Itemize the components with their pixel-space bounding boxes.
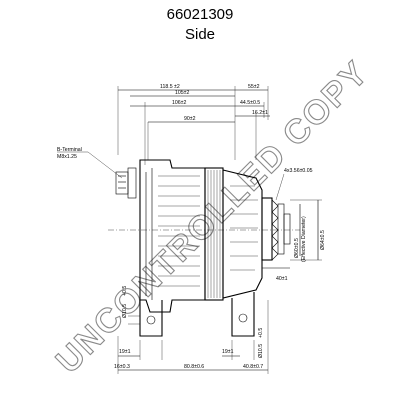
callout-line1: B-Terminal — [57, 147, 82, 153]
dim-10-5-left-tol: +0.5 — [122, 286, 128, 296]
bottom-dimensions: Ø10.5 +0.5 Ø10.5 +0.5 19±1 19±1 16±0.3 8… — [114, 286, 268, 371]
dim-19-left: 19±1 — [119, 349, 131, 355]
dim-10-5-right: Ø10.5 — [258, 344, 264, 358]
watermark-text: UNCONTROLLED COPY — [49, 53, 376, 380]
dim-44-5: 44.5±0.5 — [240, 100, 260, 106]
watermark: UNCONTROLLED COPY — [48, 53, 376, 381]
dim-10-5-right-tol: +0.5 — [258, 328, 264, 338]
dim-55: 55±2 — [248, 84, 260, 90]
dim-pulley-effective-note: (Effective Diameter) — [301, 216, 307, 262]
part-number-title: 66021309 — [166, 6, 234, 23]
dim-pulley-outer: Ø64±0.5 — [320, 230, 326, 250]
dim-106: 106±2 — [172, 100, 187, 106]
dim-19-right: 19±1 — [222, 349, 234, 355]
view-label: Side — [184, 26, 216, 43]
dim-40-8: 40.8±0.7 — [243, 364, 263, 370]
dim-118-5: 118.5 ±2 — [160, 84, 180, 90]
right-dimensions: 4x3.56±0.05 Ø60±0.5 (Effective Diameter)… — [262, 168, 326, 282]
dim-10-5-left: Ø10.5 — [122, 304, 128, 318]
top-dimensions: 118.5 ±2 55±2 105±2 106±2 44.5±0.5 90±2 … — [117, 84, 270, 165]
dim-105: 105±2 — [175, 90, 190, 96]
b-terminal-callout: B-Terminal M8x1.25 — [57, 147, 123, 179]
dim-40: 40±1 — [276, 276, 288, 282]
dim-80-8: 80.8±0.6 — [184, 364, 204, 370]
dim-4x3-56: 4x3.56±0.05 — [284, 168, 313, 174]
dim-16: 16±0.3 — [114, 364, 130, 370]
dim-16-2: 16.2±1 — [252, 110, 268, 116]
dim-pulley-effective: Ø60±0.5 — [294, 238, 300, 258]
dim-90: 90±2 — [184, 116, 196, 122]
callout-line2: M8x1.25 — [57, 154, 77, 160]
alternator-body — [108, 159, 300, 374]
